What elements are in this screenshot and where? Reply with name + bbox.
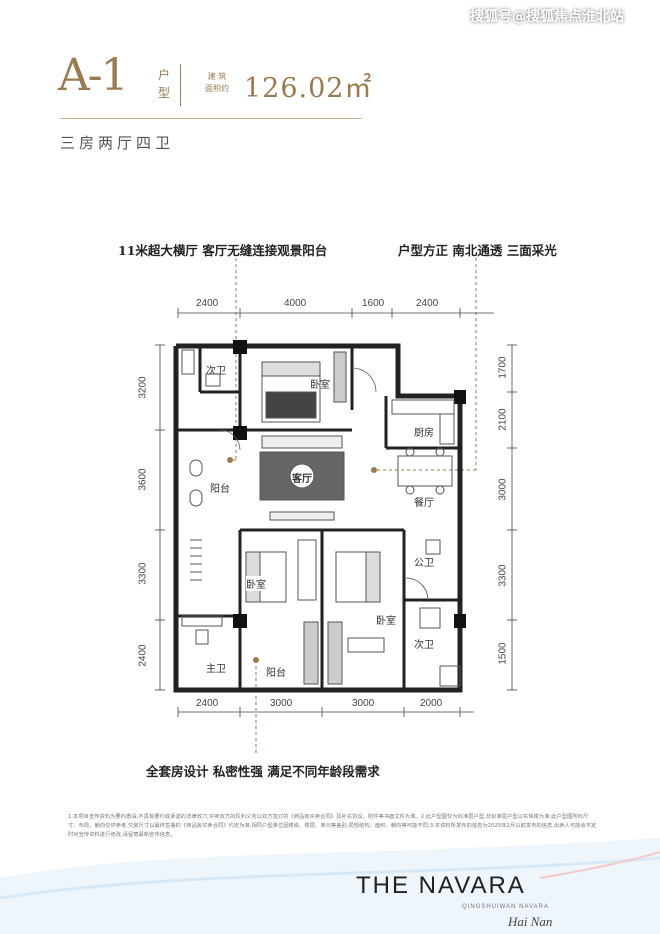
brand-logo: THE NAVARA — [356, 872, 526, 899]
guide-dot — [227, 457, 233, 463]
room-dining: 餐厅 — [414, 498, 434, 509]
decorative-wave — [0, 838, 660, 934]
room-balcony-2: 阳台 — [266, 668, 286, 679]
header-divider — [180, 64, 181, 106]
dim-top-1: 2400 — [196, 298, 219, 309]
dim-left-2: 3600 — [137, 468, 149, 491]
room-count: 三房两厅四卫 — [60, 134, 175, 152]
guide-lines — [230, 258, 477, 756]
highlight-bottom: 全套房设计 私密性强 满足不同年龄段需求 — [146, 764, 380, 779]
dim-top-2: 4000 — [284, 298, 307, 309]
dim-bottom-4: 2000 — [420, 698, 443, 709]
dim-right-4: 3300 — [497, 564, 509, 587]
highlight-left: 11米超大横厅 客厅无缝连接观景阳台 — [118, 243, 328, 258]
guide-dot — [253, 657, 259, 663]
room-bath-2: 次卫 — [206, 366, 226, 377]
dim-right-2: 2100 — [497, 408, 509, 431]
type-label-1: 户 — [157, 68, 170, 82]
room-bedroom-1: 卧室 — [310, 380, 330, 391]
dim-bottom-1: 2400 — [196, 698, 219, 709]
area-label-1: 建 筑 — [207, 72, 227, 81]
disclaimer: 1.本项目宣传资料为要约邀请,不具有要约或承诺的法律效力;买卖双方的权利义务以双… — [68, 814, 597, 838]
dim-top-4: 2400 — [416, 298, 439, 309]
guide-dot — [371, 467, 377, 473]
room-living: 客厅 — [292, 474, 312, 485]
room-master-bath: 主卫 — [206, 664, 226, 675]
type-label-2: 型 — [157, 86, 170, 100]
dim-right-1: 1700 — [497, 356, 509, 379]
dim-top-3: 1600 — [362, 298, 385, 309]
room-public-bath: 公卫 — [414, 558, 434, 569]
room-bedroom-3: 卧室 — [376, 616, 396, 627]
dim-right-5: 1500 — [497, 642, 509, 665]
highlight-right: 户型方正 南北通透 三面采光 — [398, 243, 557, 258]
dim-bottom-3: 3000 — [352, 698, 375, 709]
header-rule — [60, 118, 362, 119]
room-bedroom-2: 卧室 — [246, 576, 266, 591]
unit-area: 126.02㎡ — [244, 73, 373, 104]
dim-left-4: 2400 — [137, 644, 149, 667]
watermark: 搜狐号@搜狐焦点淮北站 — [470, 9, 624, 25]
dim-bottom-2: 3000 — [270, 698, 293, 709]
brand-subtitle: QINGSHUIWAN NAVARA — [462, 904, 549, 910]
area-label-2: 面积约 — [205, 84, 229, 93]
room-bath-3: 次卫 — [414, 640, 434, 651]
dim-left-3: 3300 — [137, 562, 149, 585]
brand-city: Hai Nan — [508, 914, 553, 929]
dim-right-3: 3000 — [497, 478, 509, 501]
dim-left-1: 3200 — [137, 376, 149, 399]
room-balcony-1: 阳台 — [210, 484, 230, 495]
unit-model: A-1 — [58, 50, 129, 101]
room-kitchen: 厨房 — [414, 428, 434, 439]
